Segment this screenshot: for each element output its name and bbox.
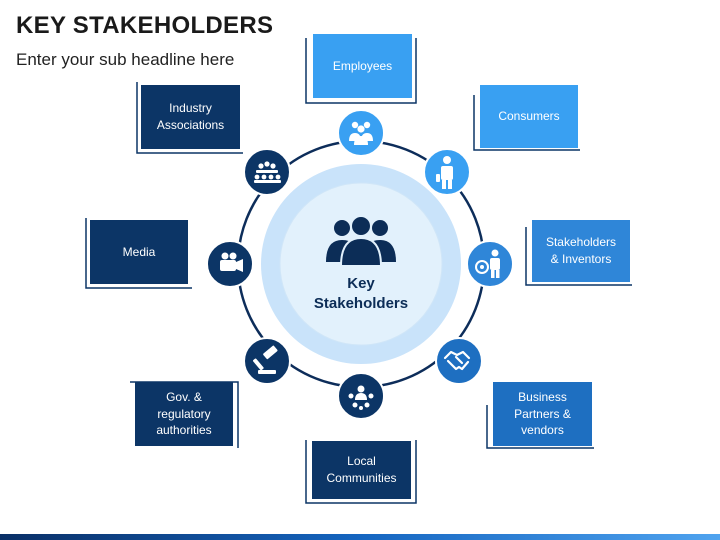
box-industry-associations: Industry Associations [141,85,240,149]
box-business-partners-line1: Business [518,389,567,404]
box-employees: Employees [313,34,412,98]
box-business-partners-line2: Partners & [514,406,571,421]
node-employees [337,109,385,157]
box-consumers-label: Consumers [498,109,560,124]
center-label-line1: Key [347,275,375,292]
node-media [206,240,254,288]
box-gov-regulatory-line2: regulatory [157,406,211,421]
box-local-communities-line1: Local [347,454,376,469]
box-consumers: Consumers [480,85,578,148]
connector-stakeholders-inventors [525,227,632,286]
box-stakeholders-inventors-line1: Stakeholders [545,235,617,250]
team-icon [349,121,373,145]
investor-icon [475,249,500,278]
handshake-icon [443,350,471,371]
box-employees-label: Employees [332,58,393,73]
box-stakeholders-inventors-line2: & Inventors [550,252,612,266]
node-industry-associations [243,148,291,196]
box-media: Media [90,220,188,284]
box-industry-associations-line1: Industry [169,101,212,116]
box-local-communities: Local Communities [312,441,411,499]
group-icon [326,215,396,267]
video-camera-icon [220,252,243,272]
center-label-line2: Stakeholders [313,295,409,313]
box-gov-regulatory-line1: Gov. & [166,389,202,404]
box-gov-regulatory-line3: authorities [156,423,212,438]
bottom-accent-bar [0,534,720,540]
node-consumers [423,148,471,196]
connector-employees [305,38,417,104]
box-business-partners: Business Partners & vendors [493,382,592,446]
page-title: KEY STAKEHOLDERS [16,12,274,39]
community-icon [348,385,374,410]
page-subtitle: Enter your sub headline here [16,50,235,69]
connector-local-communities [305,440,417,504]
box-local-communities-line2: Communities [326,471,397,485]
box-business-partners-line3: vendors [521,423,564,438]
box-media-label: Media [122,244,156,259]
box-industry-associations-line2: Associations [156,118,225,132]
connector-business-partners [486,405,594,449]
connector-consumers [473,95,580,151]
person-icon [436,156,453,189]
meeting-icon [254,161,281,183]
center-label: Key Stakeholders [291,274,431,315]
node-gov-regulatory [243,337,291,385]
node-local-communities [337,372,385,420]
box-stakeholders-inventors: Stakeholders & Inventors [532,220,630,282]
box-gov-regulatory: Gov. & regulatory authorities [135,382,233,446]
connector-industry-associations [136,82,243,154]
node-business-partners [435,337,483,385]
gavel-icon [253,345,278,374]
connector-media [85,218,192,289]
node-stakeholders-inventors [466,240,514,288]
